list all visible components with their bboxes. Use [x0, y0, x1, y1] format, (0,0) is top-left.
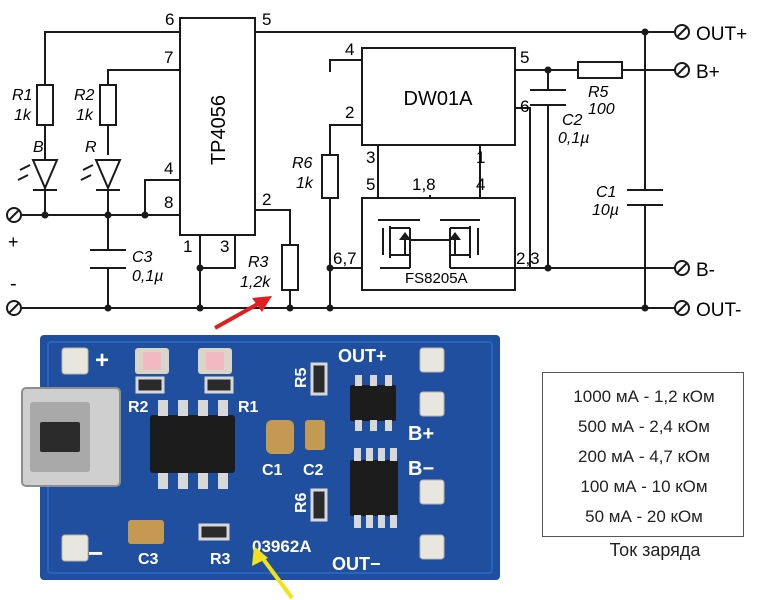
dw-pin-3: 3: [366, 148, 375, 167]
board-passives: [128, 362, 328, 544]
tp-pin-1: 1: [183, 237, 192, 256]
table-caption: Ток заряда: [609, 540, 701, 560]
fs8205a-label: FS8205A: [405, 270, 468, 287]
led-r-label: R: [85, 139, 97, 156]
dw-pin-5: 5: [520, 48, 529, 67]
tp-pin-5: 5: [262, 10, 271, 29]
micro-usb-connector: [21, 387, 121, 487]
tp-pin-8: 8: [164, 193, 173, 212]
board-out-minus-label: OUT−: [332, 554, 381, 574]
r5-name: R5: [588, 84, 609, 101]
led-b: B: [17, 139, 59, 191]
mosfet-2-symbol: [410, 219, 515, 269]
board-r5-label: R5: [293, 367, 310, 388]
board-r3-code: 03962A: [252, 537, 312, 556]
board-plus-label: +: [95, 347, 109, 374]
dw-pin-2: 2: [345, 103, 354, 122]
board-silkscreen: + − OUT+ B+ B− OUT− R2 R1 R5 C1 C2 R6 C3…: [88, 346, 434, 574]
out-minus-label: OUT-: [696, 300, 741, 321]
dw-pin-6: 6: [520, 97, 529, 116]
led-r: R: [80, 139, 122, 191]
board-b-minus-label: B−: [408, 458, 434, 480]
r6-name: R6: [292, 155, 313, 172]
board-c3-label: C3: [138, 551, 159, 568]
r6-value: 1k: [296, 175, 314, 192]
board-out-plus-label: OUT+: [338, 346, 387, 366]
tp4056-chip: TP4056 6 5 7 4 8 1 3 2: [164, 10, 271, 256]
board-leds: [135, 348, 232, 374]
r3-name: R3: [248, 254, 269, 271]
board-minus-label: −: [88, 538, 103, 568]
board-dw01a-chip: [350, 375, 396, 431]
input-terminals: + -: [6, 207, 22, 316]
r2-value: 1k: [76, 107, 94, 124]
fs8205a-chip: FS8205A 5 1,8 4 6,7 2,3: [333, 175, 540, 291]
tp4056-label: TP4056: [208, 95, 230, 165]
tp-pin-3: 3: [220, 237, 229, 256]
resistor-r1: R1 1k: [12, 84, 54, 126]
board-tp4056-chip: [150, 400, 235, 489]
table-row: 1000 мА - 1,2 кОм: [573, 387, 715, 406]
capacitor-c2: C2 0,1µ: [530, 89, 589, 147]
fs-pin-5: 5: [366, 175, 375, 194]
board-c2-label: C2: [303, 462, 324, 479]
r1-value: 1k: [14, 107, 32, 124]
c2-name: C2: [562, 112, 583, 129]
pcb-board-illustration: + − OUT+ B+ B− OUT− R2 R1 R5 C1 C2 R6 C3…: [21, 335, 500, 600]
fs-pin-67: 6,7: [333, 249, 357, 268]
fs-pin-23: 2,3: [516, 249, 540, 268]
dw01a-label: DW01A: [404, 88, 474, 110]
mosfet-1-symbol: [378, 219, 420, 269]
r1-name: R1: [12, 87, 32, 104]
board-pads: [61, 347, 445, 562]
table-row: 200 мА - 4,7 кОм: [578, 447, 710, 466]
table-row: 100 мА - 10 кОм: [580, 477, 708, 496]
schematic-junctions: [41, 28, 649, 312]
resistor-r6: R6 1k: [292, 154, 339, 199]
r5-value: 100: [588, 101, 615, 118]
b-minus-label: B-: [696, 260, 715, 281]
b-plus-label: B+: [696, 62, 720, 83]
resistor-r3: R3 1,2k: [240, 244, 299, 291]
tp-pin-7: 7: [164, 48, 173, 67]
board-r6-label: R6: [293, 492, 310, 513]
board-r2-label: R2: [128, 399, 149, 416]
board-b-plus-label: B+: [408, 423, 434, 445]
board-r3-label: R3: [210, 551, 231, 568]
circuit-schematic: TP4056 6 5 7 4 8 1 3 2 DW01A 4 5 2 6 3 1…: [6, 10, 747, 330]
r2-name: R2: [74, 87, 95, 104]
input-minus-label: -: [10, 273, 17, 295]
dw-pin-4: 4: [345, 40, 354, 59]
c2-value: 0,1µ: [558, 130, 589, 147]
output-terminals: OUT+ B+ B- OUT-: [674, 24, 747, 321]
input-plus-label: +: [8, 232, 19, 252]
table-row: 50 мА - 20 кОм: [585, 507, 703, 526]
tp-pin-4: 4: [164, 159, 173, 178]
board-fs8205a-chip: [350, 448, 398, 528]
dw01a-chip: DW01A 4 5 2 6 3 1: [345, 40, 529, 167]
red-arrow-icon: [214, 296, 272, 330]
r3-value: 1,2k: [240, 274, 271, 291]
led-b-label: B: [33, 139, 44, 156]
c3-value: 0,1µ: [132, 268, 163, 285]
capacitor-c3: C3 0,1µ: [90, 249, 163, 285]
capacitor-c1: C1 10µ: [592, 184, 663, 219]
out-plus-label: OUT+: [696, 24, 747, 45]
fs-pin-4: 4: [476, 175, 485, 194]
tp-pin-2: 2: [262, 190, 271, 209]
table-row: 500 мА - 2,4 кОм: [578, 417, 710, 436]
resistor-r5: R5 100: [577, 61, 623, 118]
tp-pin-6: 6: [165, 10, 174, 29]
c1-name: C1: [596, 184, 616, 201]
c1-value: 10µ: [592, 202, 619, 219]
resistor-r2: R2 1k: [74, 84, 117, 126]
board-r1-label: R1: [238, 399, 259, 416]
dw-pin-1: 1: [476, 148, 485, 167]
fs-pin-18: 1,8: [412, 175, 436, 194]
c3-name: C3: [132, 249, 153, 266]
yellow-arrow-icon: [252, 546, 294, 600]
board-c1-label: C1: [262, 462, 283, 479]
charge-current-table: 1000 мА - 1,2 кОм 500 мА - 2,4 кОм 200 м…: [542, 372, 744, 537]
